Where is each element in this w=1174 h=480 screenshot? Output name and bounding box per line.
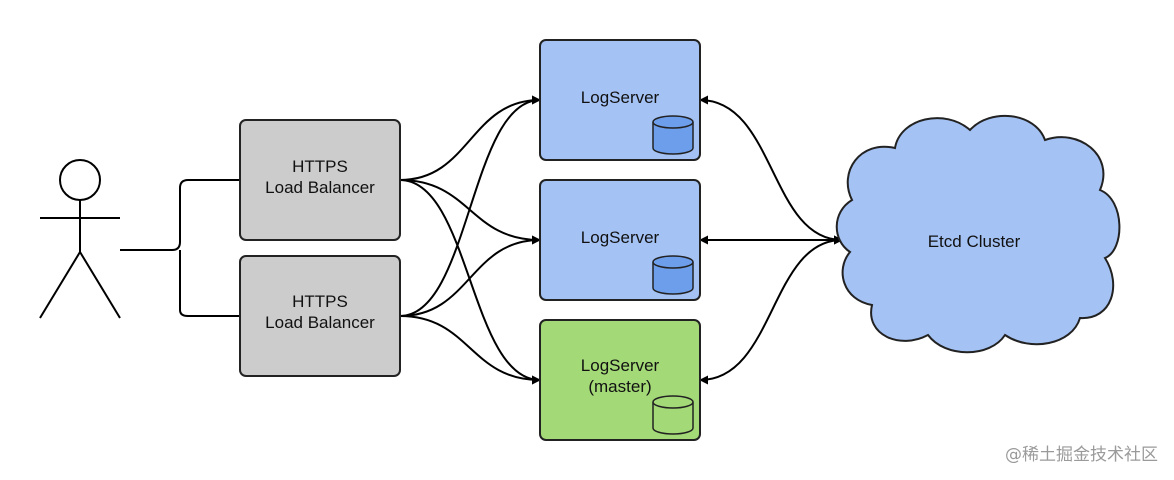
logserver-1: LogServer: [539, 39, 701, 161]
logserver-to-etcd-edges: [699, 95, 843, 385]
load-balancer-1-line2: Load Balancer: [265, 178, 375, 197]
load-balancer-2: HTTPS Load Balancer: [239, 255, 401, 377]
database-icon: [652, 115, 694, 155]
load-balancer-2-line1: HTTPS: [292, 292, 348, 311]
logserver-1-label: LogServer: [581, 88, 660, 107]
load-balancer-1-line1: HTTPS: [292, 157, 348, 176]
logserver-master: LogServer (master): [539, 319, 701, 441]
cloud-icon: [835, 114, 1121, 354]
logserver-2-label: LogServer: [581, 228, 660, 247]
etcd-cluster-label: Etcd Cluster: [928, 232, 1021, 251]
database-icon: [652, 255, 694, 295]
user-stick-figure-icon: [39, 159, 121, 319]
load-balancer-1: HTTPS Load Balancer: [239, 119, 401, 241]
user-to-load-balancers-connector: [120, 179, 240, 317]
database-icon: [652, 395, 694, 435]
etcd-cluster: Etcd Cluster: [835, 114, 1121, 354]
logserver-2: LogServer: [539, 179, 701, 301]
load-balancer-2-line2: Load Balancer: [265, 313, 375, 332]
logserver-master-role: (master): [588, 377, 651, 396]
logserver-master-label: LogServer: [581, 356, 660, 375]
watermark-text: @稀土掘金技术社区: [1005, 445, 1158, 465]
load-balancer-to-logserver-edges: [399, 95, 541, 385]
